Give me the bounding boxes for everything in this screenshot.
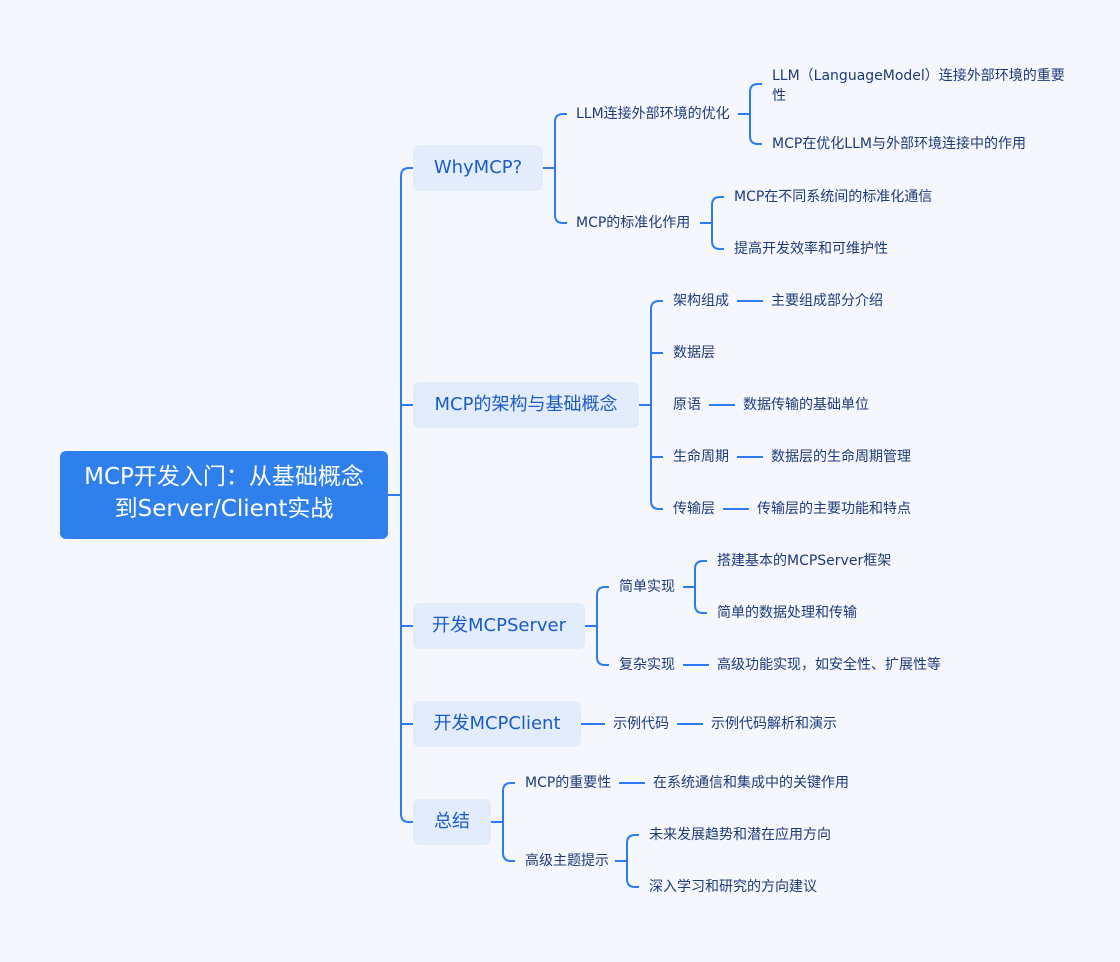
topic-data-layer[interactable]: 数据层 [673,345,715,361]
topic-llm-optimization[interactable]: LLM连接外部环境的优化 [576,106,730,122]
branch-label: 开发MCPServer [432,615,566,636]
root-node[interactable]: MCP开发入门：从基础概念到Server/Client实战 [60,451,388,539]
leaf-basic-unit[interactable]: 数据传输的基础单位 [743,397,869,413]
topic-advanced-topics[interactable]: 高级主题提示 [525,853,609,869]
leaf-efficiency[interactable]: 提高开发效率和可维护性 [734,241,888,257]
leaf-lifecycle-mgmt[interactable]: 数据层的生命周期管理 [771,449,911,465]
leaf-further-study[interactable]: 深入学习和研究的方向建议 [649,879,817,895]
connector-arch-mid [651,352,663,458]
leaf-transport-features[interactable]: 传输层的主要功能和特点 [757,501,911,517]
connector-simple-trunk [694,560,707,614]
connector-whymcp-trunk [554,113,567,224]
leaf-mcp-role[interactable]: MCP在优化LLM与外部环境连接中的作用 [772,136,1026,152]
topic-simple-impl[interactable]: 简单实现 [619,579,675,595]
branch-summary[interactable]: 总结 [413,799,491,845]
leaf-advanced-features[interactable]: 高级功能实现，如安全性、扩展性等 [717,657,941,673]
branch-label: 总结 [434,811,470,832]
topic-standardization[interactable]: MCP的标准化作用 [576,215,691,231]
leaf-standard-comm[interactable]: MCP在不同系统间的标准化通信 [734,189,933,205]
branch-architecture[interactable]: MCP的架构与基础概念 [413,382,639,428]
leaf-llm-importance[interactable]: LLM（LanguageModel）连接外部环境的重要性 [772,68,1065,104]
leaf-main-components[interactable]: 主要组成部分介绍 [771,293,883,309]
connector-llm-opt-trunk [749,83,762,145]
topic-primitive[interactable]: 原语 [673,397,701,413]
root-title: MCP开发入门：从基础概念到Server/Client实战 [84,464,364,522]
topic-arch-composition[interactable]: 架构组成 [673,293,729,309]
connector-std-trunk [711,196,724,250]
branch-label: 开发MCPClient [433,713,561,734]
connector-arch-trunk [650,300,663,510]
connector-advanced-trunk [626,834,639,888]
topic-transport-layer[interactable]: 传输层 [673,501,715,517]
topic-complex-impl[interactable]: 复杂实现 [619,657,675,673]
topic-lifecycle[interactable]: 生命周期 [673,449,729,465]
connector-summary-trunk [502,782,515,862]
leaf-example-demo[interactable]: 示例代码解析和演示 [711,716,837,732]
branch-whymcp[interactable]: WhyMCP? [413,145,543,191]
branch-label: MCP的架构与基础概念 [434,394,618,415]
connector-server-trunk [596,586,609,666]
topic-example-code[interactable]: 示例代码 [613,716,669,732]
branch-label: WhyMCP? [433,157,523,178]
branch-mcp-server[interactable]: 开发MCPServer [413,603,585,649]
leaf-simple-processing[interactable]: 简单的数据处理和传输 [717,605,857,621]
leaf-future-trends[interactable]: 未来发展趋势和潜在应用方向 [649,827,831,843]
leaf-basic-framework[interactable]: 搭建基本的MCPServer框架 [717,553,892,569]
connector-root-trunk [400,167,413,823]
topic-mcp-importance[interactable]: MCP的重要性 [525,775,612,791]
branch-mcp-client[interactable]: 开发MCPClient [413,701,581,747]
leaf-key-role[interactable]: 在系统通信和集成中的关键作用 [653,775,849,791]
